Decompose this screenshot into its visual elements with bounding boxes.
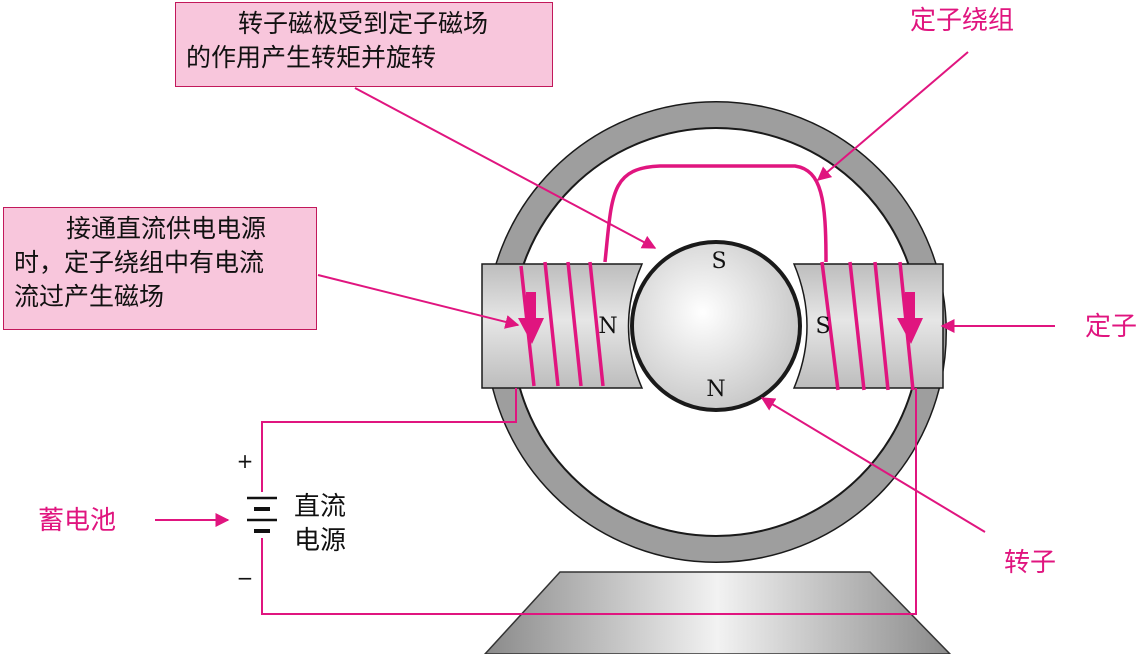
label-battery: 蓄电池: [38, 506, 117, 536]
callout-rotor-torque-line1: 转子磁极受到定子磁场: [238, 9, 489, 38]
callout-dc-power: 接通直流供电电源 时，定子绕组中有电流 流过产生磁场: [3, 207, 317, 330]
stator-pole-left: [481, 263, 644, 389]
rotor: [630, 240, 802, 412]
winding-bridge: [603, 164, 828, 263]
callout-rotor-torque-line2: 的作用产生转矩并旋转: [186, 43, 437, 72]
leader-stator-winding: [816, 51, 969, 181]
label-dc-source-line1: 直流: [294, 492, 347, 522]
label-dc-source-line2: 电源: [294, 526, 347, 556]
current-arrow-right: [897, 292, 923, 344]
rotor-pole-bottom: N: [706, 377, 725, 402]
callout-dc-power-line2: 时，定子绕组中有电流: [14, 248, 265, 277]
callout-rotor-torque: 转子磁极受到定子磁场 的作用产生转矩并旋转: [175, 2, 553, 87]
label-rotor: 转子: [1004, 548, 1057, 578]
wire-negative: [261, 388, 917, 615]
current-arrow-left: [518, 292, 544, 344]
wire-positive: [261, 388, 517, 492]
battery-icon: [247, 496, 277, 533]
label-stator-winding: 定子绕组: [910, 6, 1015, 36]
leader-dc-power: [317, 274, 520, 329]
rotor-pole-top: S: [711, 249, 726, 274]
callout-dc-power-line3: 流过产生磁场: [14, 282, 165, 311]
leader-rotor: [760, 397, 986, 533]
leader-rotor-torque: [354, 87, 657, 249]
battery-plus: +: [237, 449, 254, 473]
stator-pole-left-label: N: [598, 314, 617, 339]
stator-pole-right-label: S: [815, 314, 830, 339]
label-stator: 定子: [1085, 312, 1138, 342]
callout-dc-power-line1: 接通直流供电电源: [66, 214, 267, 243]
battery-minus: −: [237, 566, 254, 590]
